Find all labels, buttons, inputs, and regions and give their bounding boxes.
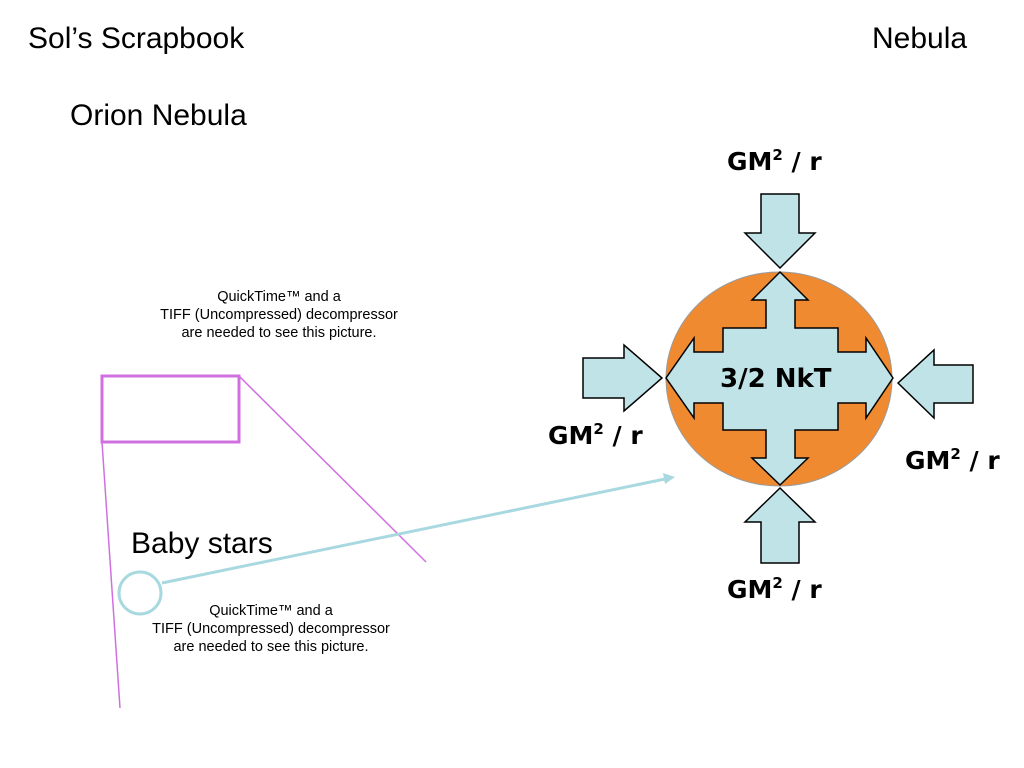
- placeholder-line: QuickTime™ and a: [209, 603, 333, 619]
- gravity-base: GM: [727, 147, 773, 176]
- placeholder-line: are needed to see this picture.: [181, 325, 377, 341]
- zoom-line-left: [101, 441, 121, 709]
- gravity-base: GM: [727, 575, 773, 604]
- scrapbook-title: Sol’s Scrapbook: [28, 22, 245, 55]
- gravity-arrow-top: [743, 193, 817, 270]
- baby-stars-label: Baby stars: [131, 527, 273, 560]
- gravity-power: 2: [772, 574, 783, 592]
- gravity-base: GM: [548, 421, 594, 450]
- gravity-label-top: GM2 / r: [727, 146, 822, 176]
- gravity-arrow-left: [582, 343, 664, 413]
- gravity-tail: / r: [603, 421, 643, 450]
- baby-star-circle: [117, 570, 163, 616]
- gravity-tail: / r: [782, 147, 822, 176]
- gravity-power: 2: [772, 146, 783, 164]
- gravity-power: 2: [950, 445, 961, 463]
- placeholder-line: QuickTime™ and a: [217, 289, 341, 305]
- gravity-label-right: GM2 / r: [905, 445, 1000, 475]
- placeholder-line: TIFF (Uncompressed) decompressor: [160, 307, 398, 323]
- placeholder-line: TIFF (Uncompressed) decompressor: [152, 621, 390, 637]
- quicktime-placeholder-top: QuickTime™ and a TIFF (Uncompressed) dec…: [129, 288, 429, 342]
- pressure-arrows: [665, 270, 894, 487]
- gravity-arrow-right: [896, 348, 974, 420]
- gravity-label-left: GM2 / r: [548, 420, 643, 450]
- thermal-energy-label: 3/2 NkT: [720, 364, 832, 394]
- pointer-line: [161, 477, 666, 585]
- topic-title: Nebula: [872, 22, 968, 55]
- placeholder-line: are needed to see this picture.: [173, 639, 369, 655]
- quicktime-placeholder-bottom: QuickTime™ and a TIFF (Uncompressed) dec…: [121, 602, 421, 656]
- gravity-label-bottom: GM2 / r: [727, 574, 822, 604]
- zoom-line-right: [238, 375, 427, 563]
- gravity-tail: / r: [960, 446, 1000, 475]
- gravity-arrow-bottom: [743, 486, 817, 564]
- slide-subtitle: Orion Nebula: [70, 99, 247, 132]
- gravity-tail: / r: [782, 575, 822, 604]
- gravity-power: 2: [593, 420, 604, 438]
- zoom-box: [100, 374, 241, 444]
- gravity-base: GM: [905, 446, 951, 475]
- pointer-arrowhead: [663, 473, 675, 484]
